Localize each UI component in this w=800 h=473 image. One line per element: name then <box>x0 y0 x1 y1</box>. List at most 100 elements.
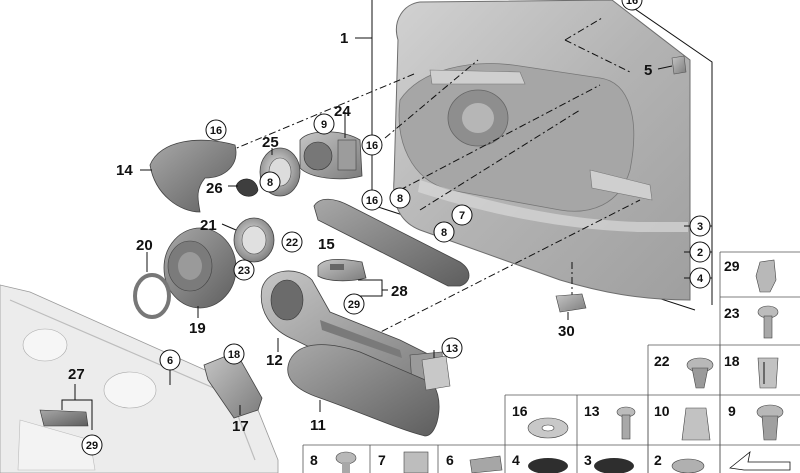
grid-label-23: 23 <box>724 305 740 321</box>
grid-part-4-plug <box>528 458 568 473</box>
svg-text:29: 29 <box>86 440 98 452</box>
callout-1: 1 <box>340 30 348 47</box>
grid-part-10-clip <box>681 407 711 441</box>
callout-8-a: 8 <box>259 171 281 193</box>
svg-text:16: 16 <box>210 125 222 137</box>
ring-part-20 <box>133 252 171 319</box>
callout-12: 12 <box>266 352 283 369</box>
grid-part-13-screw <box>616 406 636 440</box>
callout-15: 15 <box>318 236 335 253</box>
circled-callouts: 16 16 9 16 8 8 16 7 <box>81 0 711 456</box>
callout-27: 27 <box>68 366 85 383</box>
grid-label-22: 22 <box>654 353 670 369</box>
callout-16-a: 16 <box>621 0 643 11</box>
grid-label-7: 7 <box>378 452 386 468</box>
grid-part-9-nut <box>756 404 784 441</box>
callout-13: 13 <box>441 337 463 359</box>
callout-9: 9 <box>313 113 335 135</box>
callout-21: 21 <box>200 217 217 234</box>
svg-text:16: 16 <box>366 195 378 207</box>
clip-part-13 <box>421 350 451 391</box>
callout-8-c: 8 <box>433 221 455 243</box>
grid-part-8 <box>335 451 357 473</box>
trim-strip-15 <box>313 198 470 287</box>
svg-text:29: 29 <box>348 299 360 311</box>
grid-label-4: 4 <box>512 452 520 468</box>
callout-16-d: 16 <box>361 189 383 211</box>
grid-label-13: 13 <box>584 403 600 419</box>
grid-label-9: 9 <box>728 403 736 419</box>
callout-22: 22 <box>281 231 303 253</box>
svg-text:22: 22 <box>286 237 298 249</box>
speaker-cap-26 <box>228 178 259 197</box>
rail-part-30 <box>555 293 587 320</box>
svg-text:4: 4 <box>697 273 704 285</box>
grid-part-22-nut <box>686 357 714 389</box>
callout-2: 2 <box>689 241 711 263</box>
callout-29-b: 29 <box>81 434 103 456</box>
grid-label-2: 2 <box>654 452 662 468</box>
svg-text:6: 6 <box>167 355 173 367</box>
svg-text:13: 13 <box>446 343 458 355</box>
callout-25: 25 <box>262 134 279 151</box>
callout-labels: 1 5 14 25 24 26 21 20 15 28 19 12 30 27 … <box>68 30 652 435</box>
svg-text:18: 18 <box>228 349 240 361</box>
grid-label-8: 8 <box>310 452 318 468</box>
callout-3: 3 <box>689 215 711 237</box>
grid-part-16-washer <box>527 417 569 439</box>
clip-part-27 <box>39 384 93 430</box>
callout-23: 23 <box>233 259 255 281</box>
grid-part-23-screw <box>757 305 779 339</box>
grid-part-2 <box>671 458 705 473</box>
svg-text:9: 9 <box>321 119 327 131</box>
grid-part-18-clip <box>757 357 779 389</box>
grid-part-arrow <box>729 451 791 471</box>
grid-label-29: 29 <box>724 258 740 274</box>
callout-26: 26 <box>206 180 223 197</box>
switch-panel-28 <box>317 258 388 297</box>
callout-16-c: 16 <box>361 134 383 156</box>
grid-label-3: 3 <box>584 452 592 468</box>
callout-7: 7 <box>451 204 473 226</box>
svg-text:8: 8 <box>397 193 403 205</box>
grid-labels: 29 23 22 18 16 13 10 9 8 7 6 4 3 2 <box>310 258 740 468</box>
svg-text:8: 8 <box>441 227 447 239</box>
svg-text:3: 3 <box>697 221 703 233</box>
svg-text:16: 16 <box>626 0 638 7</box>
svg-text:8: 8 <box>267 177 273 189</box>
grid-part-29 <box>755 259 777 293</box>
callout-20: 20 <box>136 237 153 254</box>
svg-text:23: 23 <box>238 265 250 277</box>
grid-label-18: 18 <box>724 353 740 369</box>
handle-cover-11 <box>287 344 440 437</box>
svg-text:7: 7 <box>459 210 465 222</box>
callout-4: 4 <box>689 267 711 289</box>
grid-part-6 <box>469 455 503 473</box>
grid-part-7 <box>403 451 429 473</box>
grid-part-3-plug <box>594 458 634 473</box>
speaker-grille-19 <box>163 227 237 318</box>
cover-part-14 <box>140 139 237 213</box>
callout-19: 19 <box>189 320 206 337</box>
callout-5: 5 <box>644 62 652 79</box>
callout-16-b: 16 <box>205 119 227 141</box>
clip-part-5 <box>657 55 687 75</box>
callout-18: 18 <box>223 343 245 365</box>
callout-11: 11 <box>310 417 326 434</box>
svg-text:16: 16 <box>366 140 378 152</box>
grid-label-10: 10 <box>654 403 670 419</box>
svg-text:2: 2 <box>697 247 703 259</box>
parts-grid <box>302 251 800 473</box>
door-trim-panel <box>393 0 691 301</box>
ring-part-21 <box>221 217 275 263</box>
grid-label-6: 6 <box>446 452 454 468</box>
grid-label-16: 16 <box>512 403 528 419</box>
callout-24: 24 <box>334 103 351 120</box>
callout-8-b: 8 <box>389 187 411 209</box>
callout-29-a: 29 <box>343 293 365 315</box>
assembly-leaders <box>231 17 641 346</box>
speaker-bracket-24 <box>299 112 363 180</box>
callout-30: 30 <box>558 323 575 340</box>
callout-17: 17 <box>232 418 249 435</box>
